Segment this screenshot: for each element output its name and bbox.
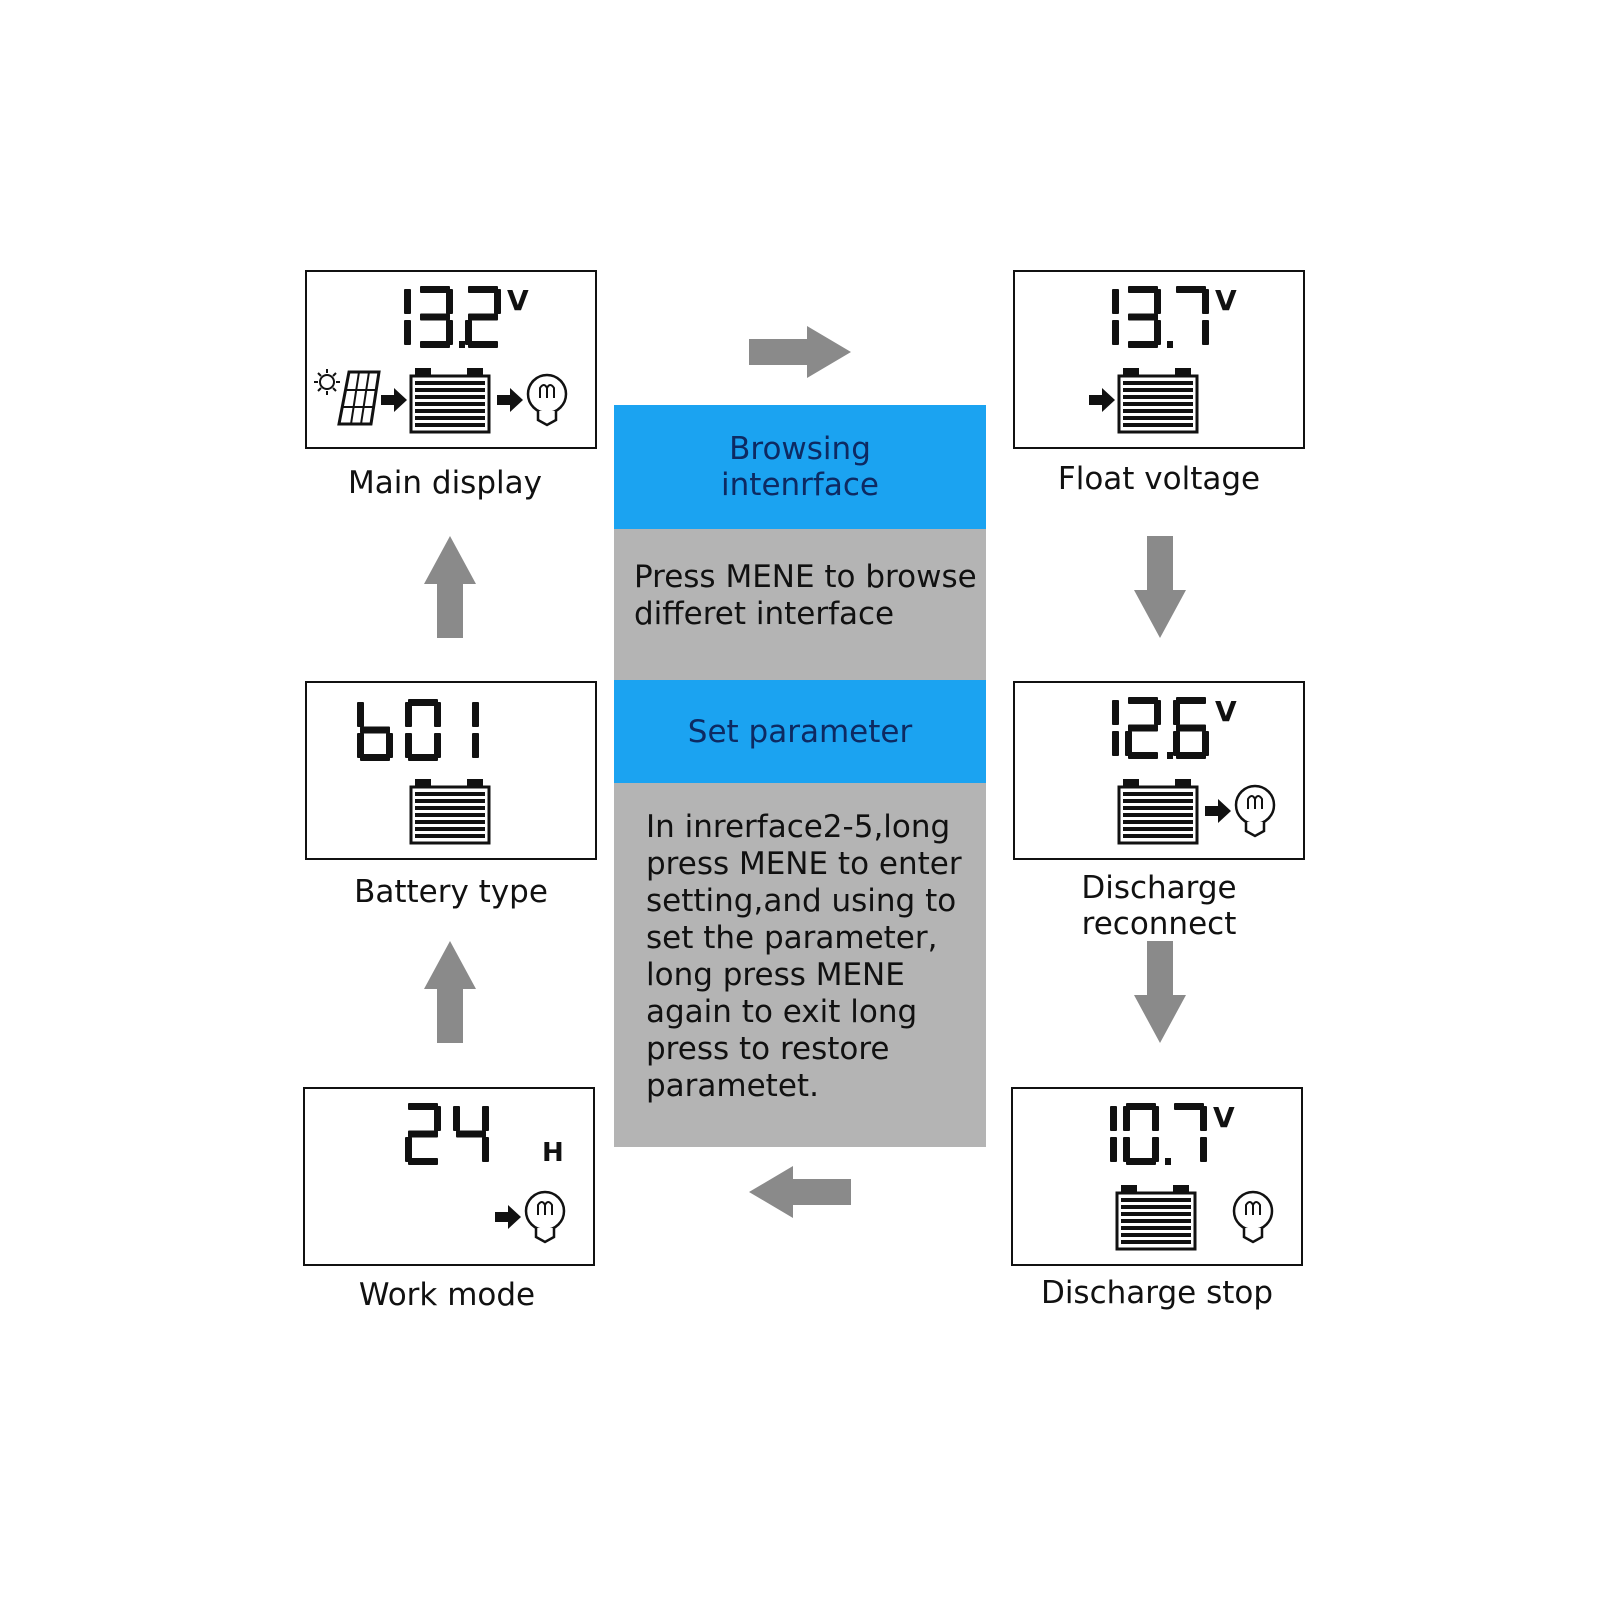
instruction-line: press MENE to enter — [646, 846, 962, 882]
lcd-panel-float-voltage: V — [1013, 270, 1305, 449]
lcd-panel-discharge-stop: V — [1011, 1087, 1303, 1266]
instruction-line: press to restore — [646, 1031, 890, 1067]
arrow-right-icon — [1089, 388, 1115, 412]
caption-battery-type: Battery type — [354, 874, 548, 910]
arrow-right-icon — [495, 1205, 521, 1229]
unit-label: V — [1215, 284, 1237, 317]
seven-segment-value — [357, 699, 479, 761]
instruction-line: Press MENE to browse — [634, 559, 977, 595]
browsing-title-line: intenrface — [721, 467, 879, 503]
lcd-panel-battery-type — [305, 681, 597, 860]
unit-label: V — [1215, 695, 1237, 728]
lcd-panel-main-display: V — [305, 270, 597, 449]
browsing-instructions: Press MENE to browse differet interface — [614, 529, 986, 680]
caption-discharge-stop: Discharge stop — [1040, 1275, 1274, 1311]
caption-main-display: Main display — [348, 465, 542, 501]
lcd-screen: V — [314, 284, 568, 434]
instruction-line: In inrerface2-5,long — [646, 809, 951, 845]
flow-arrow-down — [1134, 536, 1186, 638]
set-parameter-instructions: In inrerface2-5,long press MENE to enter… — [614, 783, 986, 1147]
bulb-icon — [1232, 1190, 1274, 1244]
seven-segment-value — [1112, 286, 1209, 348]
bulb-icon — [1234, 784, 1276, 838]
arrow-right-icon — [1205, 799, 1231, 823]
instruction-line: again to exit long — [646, 994, 918, 1030]
seven-segment-value — [404, 286, 501, 348]
flow-arrow-up — [424, 941, 476, 1043]
lcd-screen: H — [405, 1103, 566, 1244]
arrow-right-icon — [497, 388, 523, 412]
lcd-screen: V — [1089, 284, 1237, 434]
seven-segment-value — [405, 1103, 489, 1165]
battery-icon — [409, 368, 491, 434]
caption-work-mode: Work mode — [358, 1277, 536, 1313]
flow-arrow-up — [424, 536, 476, 638]
unit-label: H — [542, 1138, 564, 1168]
instruction-line: parametet. — [646, 1068, 819, 1104]
lcd-screen — [357, 699, 491, 845]
bulb-icon — [526, 373, 568, 427]
arrow-right-icon — [381, 388, 407, 412]
instruction-line: set the parameter, — [646, 920, 938, 956]
sun-icon — [314, 369, 340, 395]
instruction-line: differet interface — [634, 596, 895, 632]
flow-arrow-right — [749, 326, 851, 378]
seven-segment-value — [1110, 1103, 1207, 1165]
caption-discharge-reconnect: Discharge reconnect — [1081, 870, 1237, 942]
battery-icon — [409, 779, 491, 845]
battery-icon — [1117, 779, 1199, 845]
solar-panel-icon — [337, 370, 381, 426]
unit-label: V — [1213, 1101, 1235, 1134]
set-parameter-header: Set parameter — [614, 680, 986, 783]
battery-icon — [1115, 1185, 1197, 1251]
lcd-screen: V — [1110, 1101, 1274, 1251]
instruction-line: long press MENE — [646, 957, 905, 993]
unit-label: V — [507, 284, 529, 317]
browsing-title-line: Browsing — [729, 431, 871, 467]
browsing-interface-header: Browsing intenrface — [614, 405, 986, 529]
instruction-line: setting,and using to — [646, 883, 957, 919]
battery-icon — [1117, 368, 1199, 434]
caption-float-voltage: Float voltage — [1057, 461, 1261, 497]
lcd-screen: V — [1112, 695, 1276, 845]
flow-arrow-left — [749, 1166, 851, 1218]
seven-segment-value — [1112, 697, 1209, 759]
set-parameter-title: Set parameter — [687, 713, 913, 750]
flow-arrow-down — [1134, 941, 1186, 1043]
lcd-panel-discharge-reconnect: V — [1013, 681, 1305, 860]
lcd-panel-work-mode: H — [303, 1087, 595, 1266]
bulb-icon — [524, 1190, 566, 1244]
